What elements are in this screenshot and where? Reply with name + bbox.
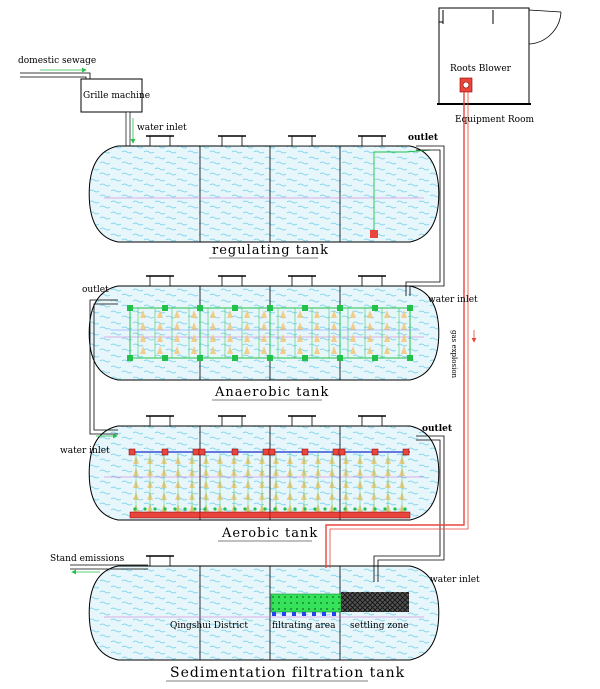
- settling-zone-media: [341, 592, 409, 612]
- qingshui-district-label: Qingshui District: [170, 621, 248, 631]
- sewage-inlet-pipe: [20, 67, 91, 79]
- outlet-label-2: outlet: [82, 285, 109, 295]
- water-inlet-label-1: water inlet: [137, 123, 187, 133]
- regulating-to-anaerobic-pipe: [405, 145, 445, 296]
- filtrating-area-label: filtrating area: [272, 621, 336, 631]
- anaerobic-tank-title: Anaerobic tank: [214, 385, 329, 400]
- grille-machine-box: [80, 78, 143, 113]
- sedimentation-tank: [88, 555, 440, 661]
- aerobic-to-sediment-pipe: [373, 435, 445, 582]
- gas-explosion-label: gas explosion: [450, 330, 458, 379]
- filtrating-area-media: [270, 593, 342, 616]
- equipment-room: [437, 7, 562, 105]
- water-inlet-label-2: water inlet: [428, 295, 478, 305]
- regulating-tank: [88, 135, 440, 243]
- roots-blower-label: Roots Blower: [450, 64, 512, 74]
- settling-zone-label: settling zone: [350, 621, 409, 631]
- grille-machine-label: Grille machine: [83, 91, 150, 101]
- aerobic-tank: [88, 415, 440, 521]
- domestic-sewage-label: domestic sewage: [18, 56, 96, 66]
- grille-to-tank-pipe: [125, 111, 136, 147]
- outlet-label-3: outlet: [422, 424, 453, 434]
- sedimentation-tank-title: Sedimentation filtration tank: [170, 665, 405, 681]
- stand-emissions-pipe: [70, 564, 148, 575]
- anaerobic-media-frames: [110, 305, 420, 361]
- anaerobic-tank: [88, 275, 440, 381]
- water-inlet-label-3: water inlet: [60, 446, 110, 456]
- outlet-label-1: outlet: [408, 133, 439, 143]
- equipment-room-label: Equipment Room: [455, 115, 535, 125]
- air-supply-pipe: [325, 92, 477, 568]
- regulating-lift-pipe: [370, 149, 431, 238]
- anaerobic-to-aerobic-pipe: [89, 299, 118, 439]
- regulating-tank-title: regulating tank: [212, 243, 329, 258]
- aerobic-tank-title: Aerobic tank: [221, 526, 318, 541]
- water-inlet-label-4: water inlet: [430, 575, 480, 585]
- stand-emissions-label: Stand emissions: [50, 554, 125, 564]
- aerobic-media-frames: [128, 448, 411, 519]
- roots-blower-icon: [459, 77, 473, 93]
